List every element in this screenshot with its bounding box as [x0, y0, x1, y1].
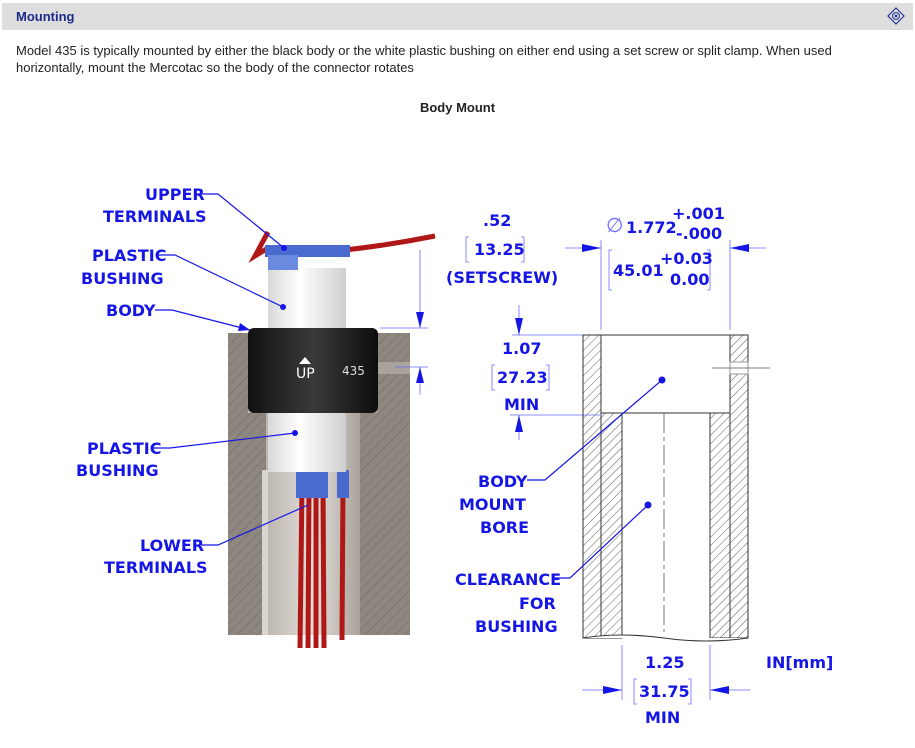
svg-text:1.07: 1.07 — [502, 339, 541, 358]
svg-text:1.25: 1.25 — [645, 653, 684, 672]
collapse-diamond-icon[interactable] — [887, 7, 905, 25]
svg-text:0.00: 0.00 — [670, 270, 709, 289]
svg-text:BUSHING: BUSHING — [475, 617, 558, 636]
svg-text:TERMINALS: TERMINALS — [104, 558, 208, 577]
svg-text:31.75: 31.75 — [639, 682, 690, 701]
units-label: IN[mm] — [766, 653, 833, 672]
dimension-setscrew: .52 13.25 (SETSCREW) — [380, 211, 558, 395]
lower-plastic-bushing — [268, 412, 346, 472]
part-up-text: UP — [296, 366, 315, 382]
svg-text:LOWER: LOWER — [140, 536, 204, 555]
label-plastic-bushing-top: PLASTIC BUSHING — [81, 246, 286, 310]
black-body — [248, 328, 378, 413]
svg-text:BORE: BORE — [480, 518, 529, 537]
part-number-text: 435 — [342, 364, 365, 378]
setscrew-hole — [378, 362, 410, 374]
svg-text:UPPER: UPPER — [145, 185, 205, 204]
svg-text:1.772: 1.772 — [626, 218, 677, 237]
svg-text:CLEARANCE: CLEARANCE — [455, 570, 561, 589]
label-body-mount-bore: BODY MOUNT BORE — [459, 376, 666, 537]
section-title: Mounting — [16, 9, 75, 24]
figure-title: Body Mount — [419, 100, 496, 115]
svg-text:FOR: FOR — [519, 594, 556, 613]
svg-text:PLASTIC: PLASTIC — [87, 439, 161, 458]
up-arrow-icon — [299, 357, 311, 364]
svg-text:+.001: +.001 — [672, 204, 725, 223]
bore-section — [582, 334, 770, 642]
svg-text:∅: ∅ — [606, 213, 623, 237]
svg-text:-.000: -.000 — [676, 224, 722, 243]
svg-text:+0.03: +0.03 — [660, 249, 713, 268]
svg-text:(SETSCREW): (SETSCREW) — [446, 268, 558, 287]
label-plastic-bushing-bottom: PLASTIC BUSHING — [76, 430, 298, 480]
svg-text:MIN: MIN — [504, 395, 539, 414]
lower-wires — [296, 470, 349, 649]
svg-text:BUSHING: BUSHING — [81, 269, 164, 288]
svg-text:PLASTIC: PLASTIC — [92, 246, 166, 265]
label-lower-terminals: LOWER TERMINALS — [104, 504, 309, 577]
svg-text:MOUNT: MOUNT — [459, 495, 526, 514]
svg-text:.52: .52 — [483, 211, 511, 230]
dimension-clearance: 1.25 31.75 MIN — [582, 645, 750, 727]
svg-text:45.01: 45.01 — [613, 261, 664, 280]
svg-text:BUSHING: BUSHING — [76, 461, 159, 480]
svg-text:BODY: BODY — [478, 472, 528, 491]
label-clearance-for-bushing: CLEARANCE FOR BUSHING — [455, 501, 652, 636]
svg-text:13.25: 13.25 — [474, 240, 525, 259]
label-body: BODY — [106, 301, 251, 331]
svg-text:27.23: 27.23 — [497, 368, 548, 387]
upper-plastic-bushing — [268, 268, 346, 330]
svg-text:MIN: MIN — [645, 708, 680, 727]
dimension-diameter: ∅ 1.772 +.001 -.000 45.01 +0.03 0.00 — [565, 204, 766, 330]
upper-terminals — [248, 230, 436, 270]
section-header[interactable]: Mounting — [2, 3, 913, 30]
svg-text:BODY: BODY — [106, 301, 156, 320]
label-upper-terminals: UPPER TERMINALS — [103, 185, 287, 251]
dimension-depth: 1.07 27.23 MIN — [491, 305, 600, 440]
section-description: Model 435 is typically mounted by either… — [16, 43, 832, 75]
svg-text:TERMINALS: TERMINALS — [103, 207, 207, 226]
